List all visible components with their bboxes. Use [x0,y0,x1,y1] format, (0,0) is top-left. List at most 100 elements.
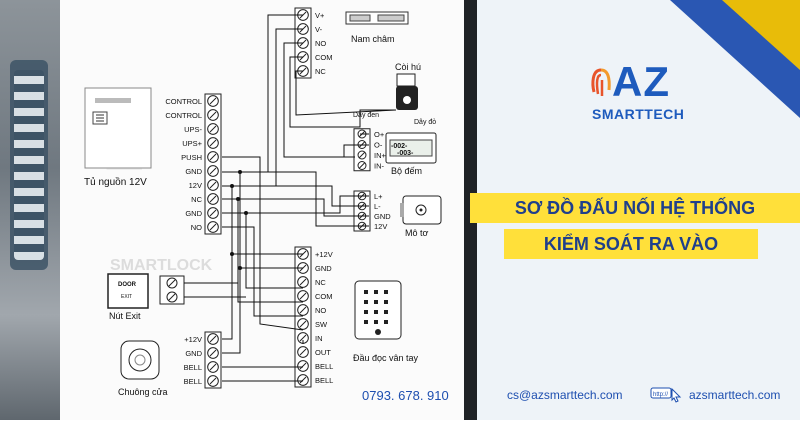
psu-terminal-label: CONTROL [165,111,202,120]
magnet-terminal-label: V+ [315,11,325,20]
wire [222,171,303,269]
corner-yellow-triangle [722,0,800,70]
magnet-terminal-label: V- [315,25,323,34]
website-link[interactable]: azsmarttech.com [689,388,781,402]
psu-terminal-label: UPS- [184,125,202,134]
psu-terminal-label: GND [185,167,202,176]
wire [222,254,233,340]
wire-junction [238,170,242,174]
email-link[interactable]: cs@azsmarttech.com [507,388,623,402]
wire [222,198,303,303]
wire [232,185,369,207]
psu-terminal-label: PUSH [181,153,202,162]
wire [238,198,369,217]
logo-az-text: AZ [612,58,670,105]
reader-terminal-label: BELL [315,376,333,385]
magnet-label: Nam châm [351,34,395,44]
exit-terminal-block [159,275,185,305]
magnet-component: Nam châm [345,11,409,44]
svg-text:EXIT: EXIT [121,294,132,300]
psu-terminal-label: NC [191,195,202,204]
counter-display-left: -002- [391,143,408,150]
counter-display-right: -003- [397,150,414,157]
motor-component: Mô tơ [400,195,442,238]
wire [222,185,303,255]
wire [222,195,369,214]
motor-label: Mô tơ [405,228,429,238]
counter-terminal-label: O- [374,141,383,150]
wire-red-label: Dây đỏ [414,118,436,126]
wire [222,28,303,187]
psu-terminal-label: NO [191,223,202,232]
reader-terminal-label: NC [315,278,326,287]
psu-label-plate [95,98,131,103]
counter-terminal-label: IN+ [374,151,387,160]
motor-terminal-label: 12V [374,222,387,231]
wires [184,14,397,382]
counter-label: Bộ đếm [391,166,422,176]
watermark: SMARTLOCK [110,257,213,274]
power-supply-label: Tủ nguồn 12V [84,176,147,188]
wire [222,156,304,331]
wire-black-label: Dây đen [353,112,379,119]
bell-terminal-label: +12V [184,335,202,344]
magnet-terminal-label: NO [315,39,326,48]
motor-terminal-label: L- [374,202,381,211]
wiring-diagram: SMARTLOCK L Tủ nguồn 12V CONTROLCONTROLU… [84,7,442,397]
wire-junction [230,184,234,188]
bell-terminal-label: BELL [184,377,202,386]
svg-text:http://: http:// [653,392,668,398]
reader-terminal-label: GND [315,264,332,273]
left-photo-strip [0,0,60,420]
motor-terminal-label: GND [374,212,391,221]
wire [295,70,397,116]
psu-terminal-label: UPS+ [182,139,202,148]
wire [222,268,241,354]
exit-label: Nút Exit [109,311,141,321]
psu-terminal-label: GND [185,209,202,218]
wire [222,212,303,289]
wire-junction [244,211,248,215]
exit-button: DOOR EXIT Nút Exit [107,273,149,321]
wire [240,171,369,227]
reader-label: Đầu đọc vân tay [353,353,419,363]
logo-subtitle: SMARTTECH [592,106,685,122]
reed-switch: Còi hú Dây đen Dây đỏ [353,62,436,126]
fingerprint-logo-icon [591,68,611,96]
counter-terminal-label: IN- [374,162,385,171]
counter-terminal-block: O+ O-IN+ IN- [353,128,387,172]
wire [343,144,369,157]
reed-label: Còi hú [395,62,421,72]
wire [222,14,303,173]
web-cursor-icon: http:// [650,387,682,403]
wire [283,42,355,158]
doorbell: Chuông cửa [118,340,168,397]
az-smarttech-logo: AZ SMARTTECH [588,58,698,126]
magnet-terminal-label: COM [315,53,333,62]
magnet-terminal-label: NC [315,67,326,76]
wire [289,56,396,128]
svg-text:DOOR: DOOR [118,282,137,288]
fingerprint-reader: Đầu đọc vân tay [353,280,419,363]
magnet-terminal-block: V+ V- NO COM NC [294,7,333,79]
bell-terminal-label: BELL [184,363,202,372]
reader-terminal-label: SW [315,320,328,329]
motor-terminal-label: L+ [374,192,383,201]
wire-junction [238,266,242,270]
wiring-diagram-panel: SMARTLOCK L Tủ nguồn 12V CONTROLCONTROLU… [60,0,464,420]
wire [222,226,303,317]
reader-terminal-label: +12V [315,250,333,259]
phone-number: 0793. 678. 910 [362,388,449,403]
headline-line-1: SƠ ĐỒ ĐẤU NỐI HỆ THỐNG [470,193,800,223]
reader-terminal-label: BELL [315,362,333,371]
counter-terminal-label: O+ [374,130,385,139]
counter-component: -002- -003- Bộ đếm [385,132,437,176]
photo-garment-pattern [14,70,44,260]
reader-terminal-label: NO [315,306,326,315]
psu-terminal-label: 12V [189,181,202,190]
headline-line-2: KIỂM SOÁT RA VÀO [504,229,758,259]
